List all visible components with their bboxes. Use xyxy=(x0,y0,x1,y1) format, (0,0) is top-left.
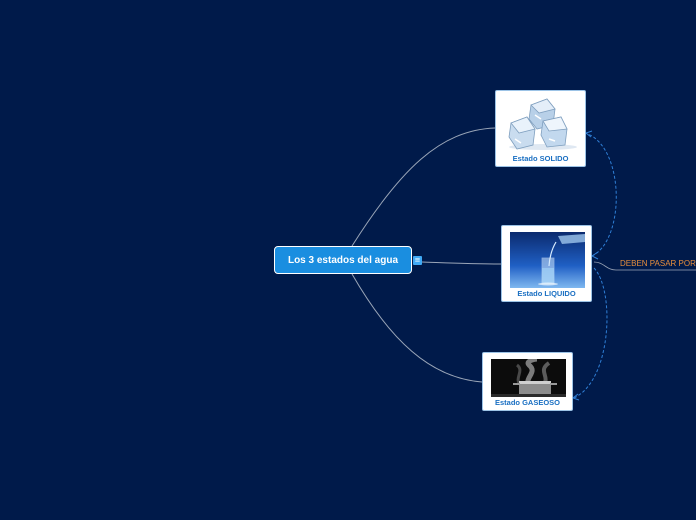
water-glass-image xyxy=(510,232,585,288)
topic-gaseoso[interactable]: Estado GASEOSO xyxy=(482,352,573,411)
topic-liquido-label: Estado LIQUIDO xyxy=(517,289,576,298)
central-topic[interactable]: Los 3 estados del agua xyxy=(274,246,412,274)
connector-central-liquido xyxy=(421,261,502,265)
topic-gaseoso-label: Estado GASEOSO xyxy=(494,398,560,407)
topic-solido[interactable]: Estado SOLIDO xyxy=(495,90,586,167)
connector-central-solido xyxy=(351,127,496,247)
relationship-line-liquido-gaseoso[interactable] xyxy=(573,267,608,399)
relationship-arrow-liquido xyxy=(591,251,599,260)
topic-liquido[interactable]: Estado LIQUIDO xyxy=(501,225,592,302)
relationship-arrow-gaseoso xyxy=(571,393,580,401)
topic-solido-label: Estado SOLIDO xyxy=(512,154,569,163)
steaming-pot-image xyxy=(491,359,566,397)
notes-icon[interactable]: ≡ xyxy=(413,256,422,265)
relationship-label[interactable]: DEBEN PASAR POR xyxy=(620,259,696,268)
relationship-arrow-solido xyxy=(584,130,593,138)
connector-central-gaseoso xyxy=(351,273,483,383)
ice-cubes-image xyxy=(503,95,580,151)
central-topic-label: Los 3 estados del agua xyxy=(287,254,399,266)
relationship-line-liquido-solido[interactable] xyxy=(587,133,617,257)
relationship-label-line xyxy=(593,261,696,271)
